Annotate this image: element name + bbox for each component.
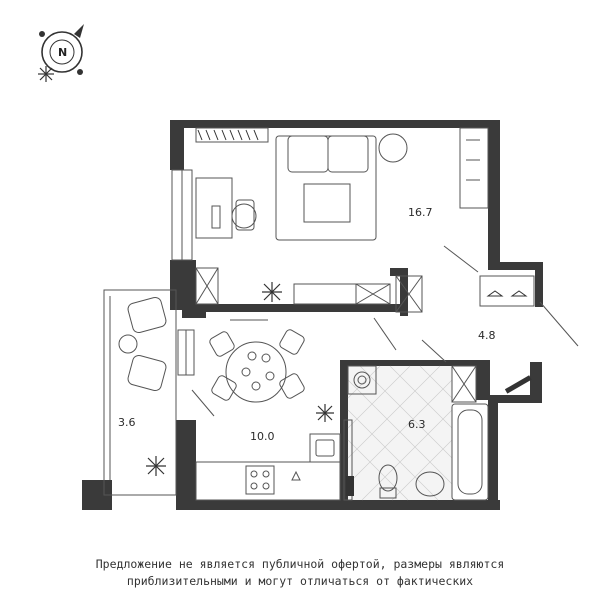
doors xyxy=(191,245,579,417)
room-area-bathroom: 6.3 xyxy=(408,418,426,431)
compass-icon: N xyxy=(38,24,84,82)
disclaimer-line-1: Предложение не является публичной оферто… xyxy=(95,557,505,571)
room-area-loggia: 3.6 xyxy=(118,416,136,429)
snowflake-icon xyxy=(146,456,166,476)
loggia-furniture xyxy=(118,296,167,392)
thin-walls xyxy=(103,169,535,496)
room-area-kitchen: 10.0 xyxy=(250,430,275,443)
bathroom xyxy=(343,365,489,501)
disclaimer-line-2: приблизительными и могут отличаться от ф… xyxy=(126,574,474,588)
kitchen-furniture xyxy=(195,329,341,501)
room-area-hallway: 4.8 xyxy=(478,329,496,342)
room-area-living: 16.7 xyxy=(408,206,433,219)
brush-icon xyxy=(504,375,532,394)
living-furniture xyxy=(195,127,489,305)
compass-letter: N xyxy=(58,46,67,59)
disclaimer: Предложение не является публичной оферто… xyxy=(0,556,600,590)
snowflake-icon xyxy=(38,66,54,82)
snowflake-icon xyxy=(316,404,334,422)
snowflake-icon xyxy=(262,282,282,302)
hanger-icons xyxy=(486,290,528,297)
walls xyxy=(82,120,543,510)
